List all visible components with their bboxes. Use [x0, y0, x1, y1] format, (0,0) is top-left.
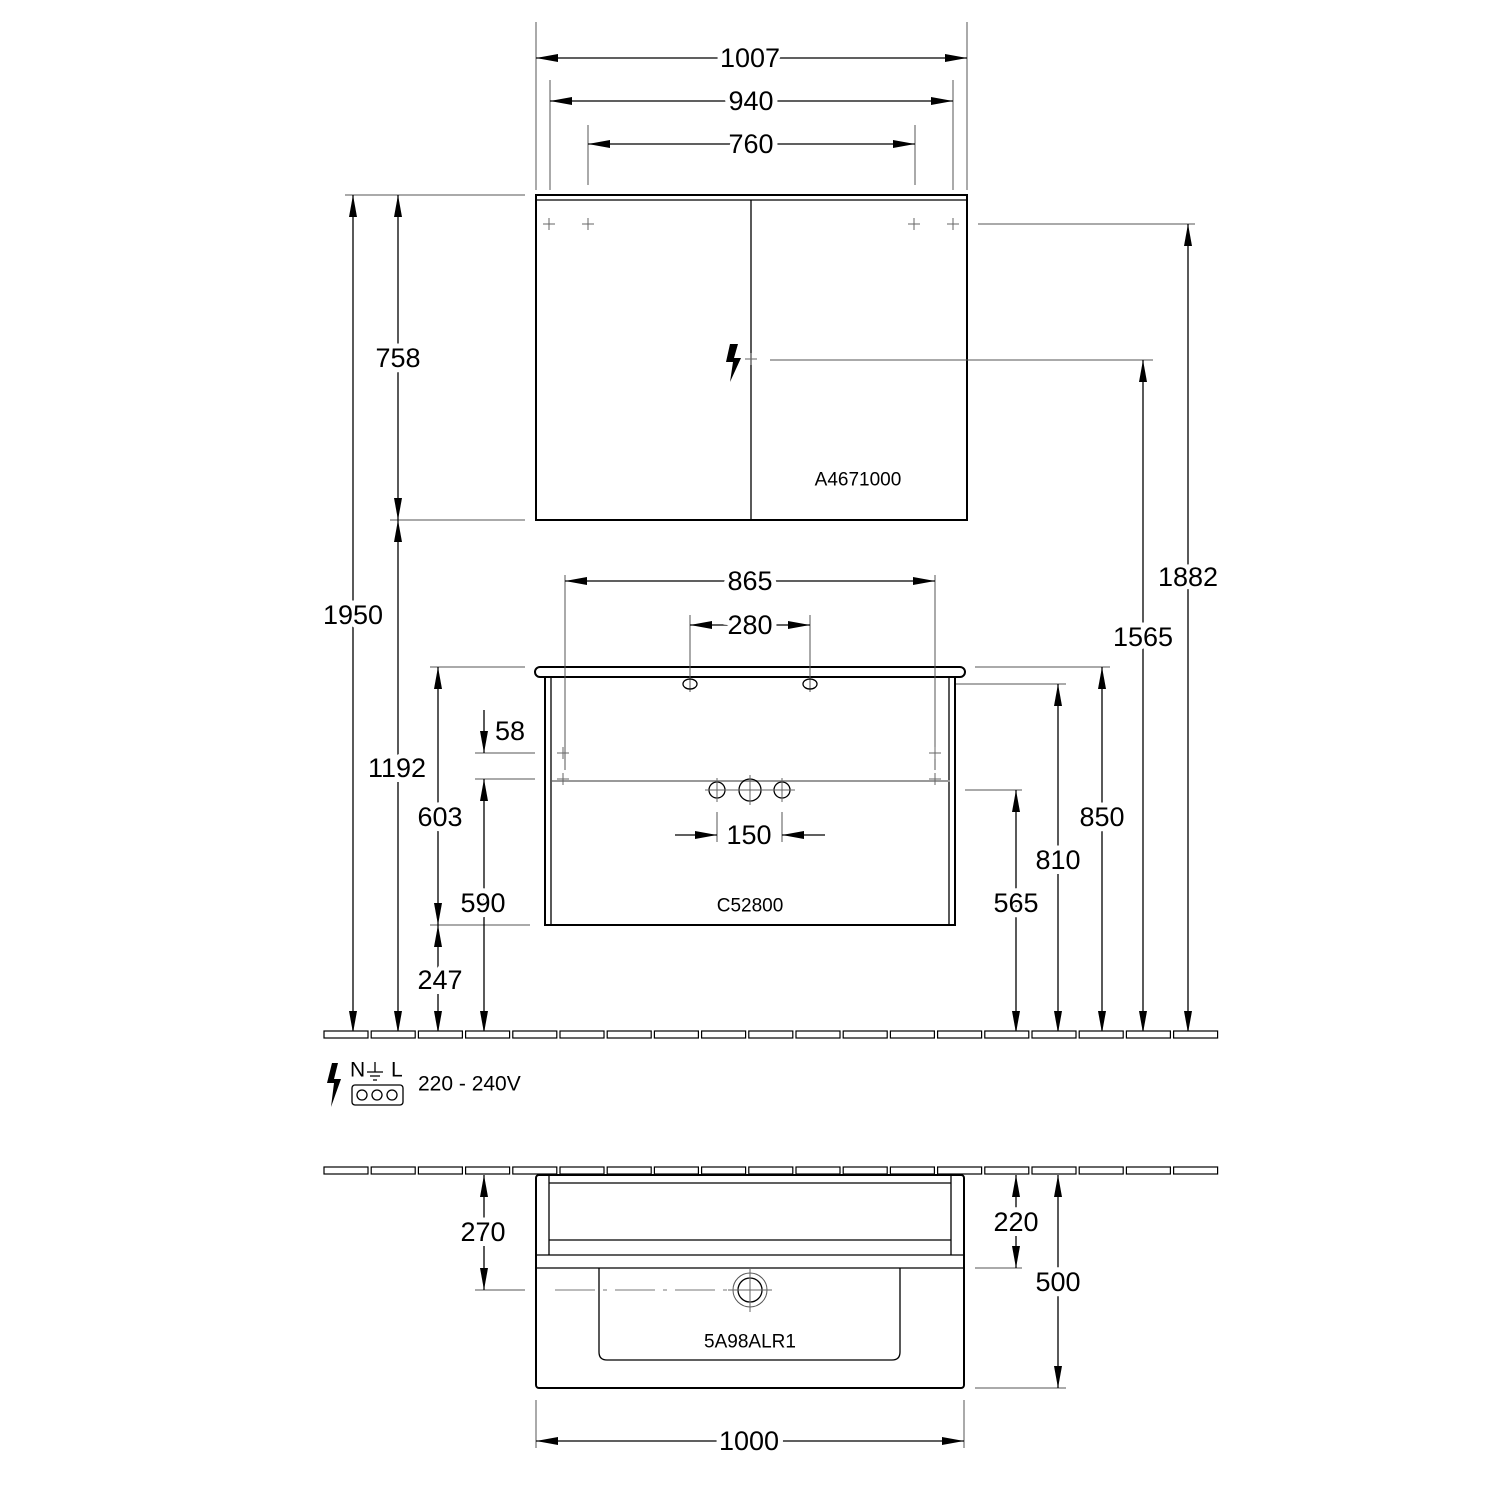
- electrical-hazard-icon: [327, 1063, 341, 1107]
- floor-segment: [606, 1030, 652, 1039]
- floor-segment: [748, 1030, 794, 1039]
- dim-270: 270: [460, 1217, 505, 1247]
- dim-1565: 1565: [1113, 622, 1173, 652]
- floor-segment: [1031, 1030, 1077, 1039]
- vanity-unit-label: C52800: [717, 896, 784, 917]
- mirror-cabinet: A4671000: [535, 194, 968, 521]
- floor-segment: [465, 1166, 511, 1175]
- dim-758: 758: [375, 343, 420, 373]
- floor-segment: [795, 1030, 841, 1039]
- floor-segment: [1078, 1030, 1124, 1039]
- floor-segment: [465, 1030, 511, 1039]
- floor-segment: [417, 1030, 463, 1039]
- floor-line: [323, 1030, 1219, 1039]
- mirror-cabinet-label: A4671000: [815, 470, 902, 491]
- floor-segment: [1031, 1166, 1077, 1175]
- vanity-unit: 865 280 150 C52800: [534, 561, 966, 926]
- floor-segment: [653, 1030, 700, 1039]
- washbasin-plan: 5A98ALR1 270 220 500 1000: [455, 1174, 1086, 1461]
- terminal-n: N: [350, 1059, 365, 1082]
- left-height-dimensions: 1950 758 1192 603 58 590 247: [318, 194, 535, 1033]
- mirror-width-dimensions: 1007 940 760: [535, 22, 968, 190]
- dim-1882: 1882: [1158, 562, 1218, 592]
- dim-760: 760: [728, 129, 773, 159]
- floor-segment: [1125, 1030, 1172, 1039]
- tap-holes: [705, 775, 795, 805]
- fixing-cross-icon: [543, 218, 959, 365]
- floor-segment: [559, 1166, 605, 1175]
- right-height-dimensions: 1882 1565 850 810 565: [770, 223, 1223, 1033]
- dim-850: 850: [1079, 802, 1124, 832]
- wall-line: [323, 1166, 1219, 1175]
- floor-segment: [984, 1166, 1030, 1175]
- floor-segment: [984, 1030, 1030, 1039]
- floor-segment: [936, 1030, 983, 1039]
- dim-58: 58: [495, 716, 525, 746]
- dim-810: 810: [1035, 845, 1080, 875]
- floor-segment: [1172, 1030, 1219, 1039]
- floor-segment: [417, 1166, 463, 1175]
- floor-segment: [606, 1166, 652, 1175]
- floor-segment: [559, 1030, 605, 1039]
- floor-segment: [323, 1166, 369, 1175]
- dim-1000: 1000: [719, 1426, 779, 1456]
- floor-segment: [323, 1030, 369, 1039]
- floor-segment: [1172, 1166, 1219, 1175]
- floor-segment: [700, 1030, 747, 1039]
- dim-565: 565: [993, 888, 1038, 918]
- floor-segment: [842, 1166, 888, 1175]
- electrical-legend: N L 220 - 240V: [327, 1059, 521, 1107]
- floor-segment: [795, 1166, 841, 1175]
- dim-500: 500: [1035, 1267, 1080, 1297]
- dim-865: 865: [727, 566, 772, 596]
- dim-1192: 1192: [368, 753, 426, 783]
- floor-segment: [889, 1166, 936, 1175]
- dim-603: 603: [417, 802, 462, 832]
- fixing-cross-icon: [557, 747, 941, 785]
- voltage-label: 220 - 240V: [418, 1073, 521, 1096]
- electrical-hazard-icon: [726, 344, 741, 382]
- dim-220: 220: [993, 1207, 1038, 1237]
- floor-segment: [370, 1166, 416, 1175]
- floor-segment: [1078, 1166, 1124, 1175]
- floor-segment: [512, 1030, 558, 1039]
- floor-segment: [936, 1166, 983, 1175]
- dim-1950: 1950: [323, 600, 383, 630]
- floor-segment: [748, 1166, 794, 1175]
- dim-247: 247: [417, 965, 462, 995]
- dim-590: 590: [460, 888, 505, 918]
- washbasin-label: 5A98ALR1: [704, 1332, 796, 1353]
- earth-ground-icon: [367, 1062, 383, 1081]
- floor-segment: [370, 1030, 416, 1039]
- dim-150: 150: [726, 820, 771, 850]
- dim-1007: 1007: [720, 43, 780, 73]
- socket-terminal-icon: [351, 1084, 404, 1106]
- floor-segment: [653, 1166, 700, 1175]
- floor-segment: [1125, 1166, 1172, 1175]
- floor-segment: [889, 1030, 936, 1039]
- floor-segment: [842, 1030, 888, 1039]
- dim-940: 940: [728, 86, 773, 116]
- floor-segment: [512, 1166, 558, 1175]
- floor-segment: [700, 1166, 747, 1175]
- terminal-l: L: [391, 1059, 403, 1082]
- dim-280: 280: [727, 610, 772, 640]
